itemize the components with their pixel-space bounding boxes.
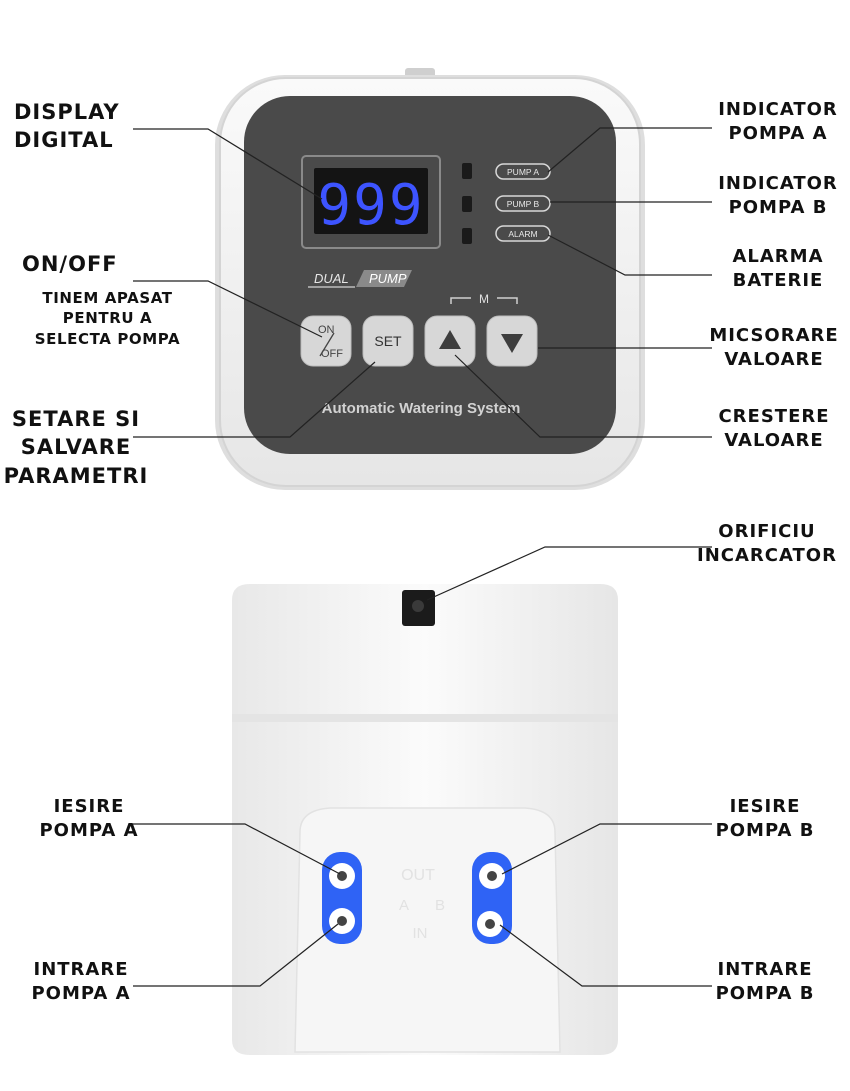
- leader-charger: [426, 546, 712, 601]
- set-button[interactable]: SET: [362, 315, 414, 367]
- leader-lines: [133, 127, 712, 987]
- brand-pump: PUMP: [369, 271, 407, 286]
- led-pump-b: [462, 196, 472, 212]
- svg-text:OFF: OFF: [321, 348, 343, 360]
- leader-out-a: [133, 823, 341, 875]
- arrow-down-icon: [501, 334, 523, 353]
- m-label: M: [479, 292, 489, 306]
- molded-in: IN: [413, 925, 428, 942]
- back-unit: OUT A B IN: [232, 584, 618, 1055]
- brand-dual: DUAL: [314, 271, 349, 286]
- leader-set: [133, 361, 376, 438]
- leader-in-a: [133, 923, 339, 987]
- tag-pump-a-text: PUMP A: [507, 167, 539, 177]
- molded-out: OUT: [401, 867, 435, 884]
- label-onoff-title: ON/OFF: [22, 252, 118, 276]
- tag-pump-b-text: PUMP B: [507, 199, 540, 209]
- leader-alarm: [547, 234, 712, 276]
- molded-b: B: [435, 897, 445, 914]
- arrow-up-icon: [439, 330, 461, 349]
- m-bracket: [450, 297, 518, 304]
- leader-onoff: [133, 280, 323, 338]
- tag-alarm: [495, 225, 551, 242]
- back-seam: [232, 714, 618, 722]
- onoff-button[interactable]: ON OFF: [300, 315, 352, 367]
- back-top: [232, 584, 618, 716]
- tag-pump-a: [495, 163, 551, 180]
- leader-increase: [454, 354, 712, 438]
- molded-a: A: [399, 897, 409, 914]
- led-pump-a: [462, 163, 472, 179]
- leader-in-b: [499, 924, 712, 987]
- charger-hole: [412, 600, 424, 612]
- tag-alarm-text: ALARM: [508, 229, 537, 239]
- display-screen: [314, 168, 428, 234]
- system-name: Automatic Watering System: [322, 400, 521, 417]
- leader-indicator-a: [547, 127, 712, 173]
- svg-text:SET: SET: [374, 333, 402, 349]
- down-button[interactable]: [486, 315, 538, 367]
- display-digits: 999: [317, 173, 424, 238]
- tag-pump-b: [495, 195, 551, 212]
- display-frame: [301, 155, 441, 249]
- led-alarm: [462, 228, 472, 244]
- front-panel: 999 PUMP A PUMP B ALARM DUAL PUMP M ON O…: [215, 68, 645, 490]
- leader-display: [133, 128, 323, 200]
- up-button[interactable]: [424, 315, 476, 367]
- leader-out-b: [501, 823, 712, 875]
- svg-text:ON: ON: [318, 324, 335, 336]
- brand-badge: [356, 270, 412, 287]
